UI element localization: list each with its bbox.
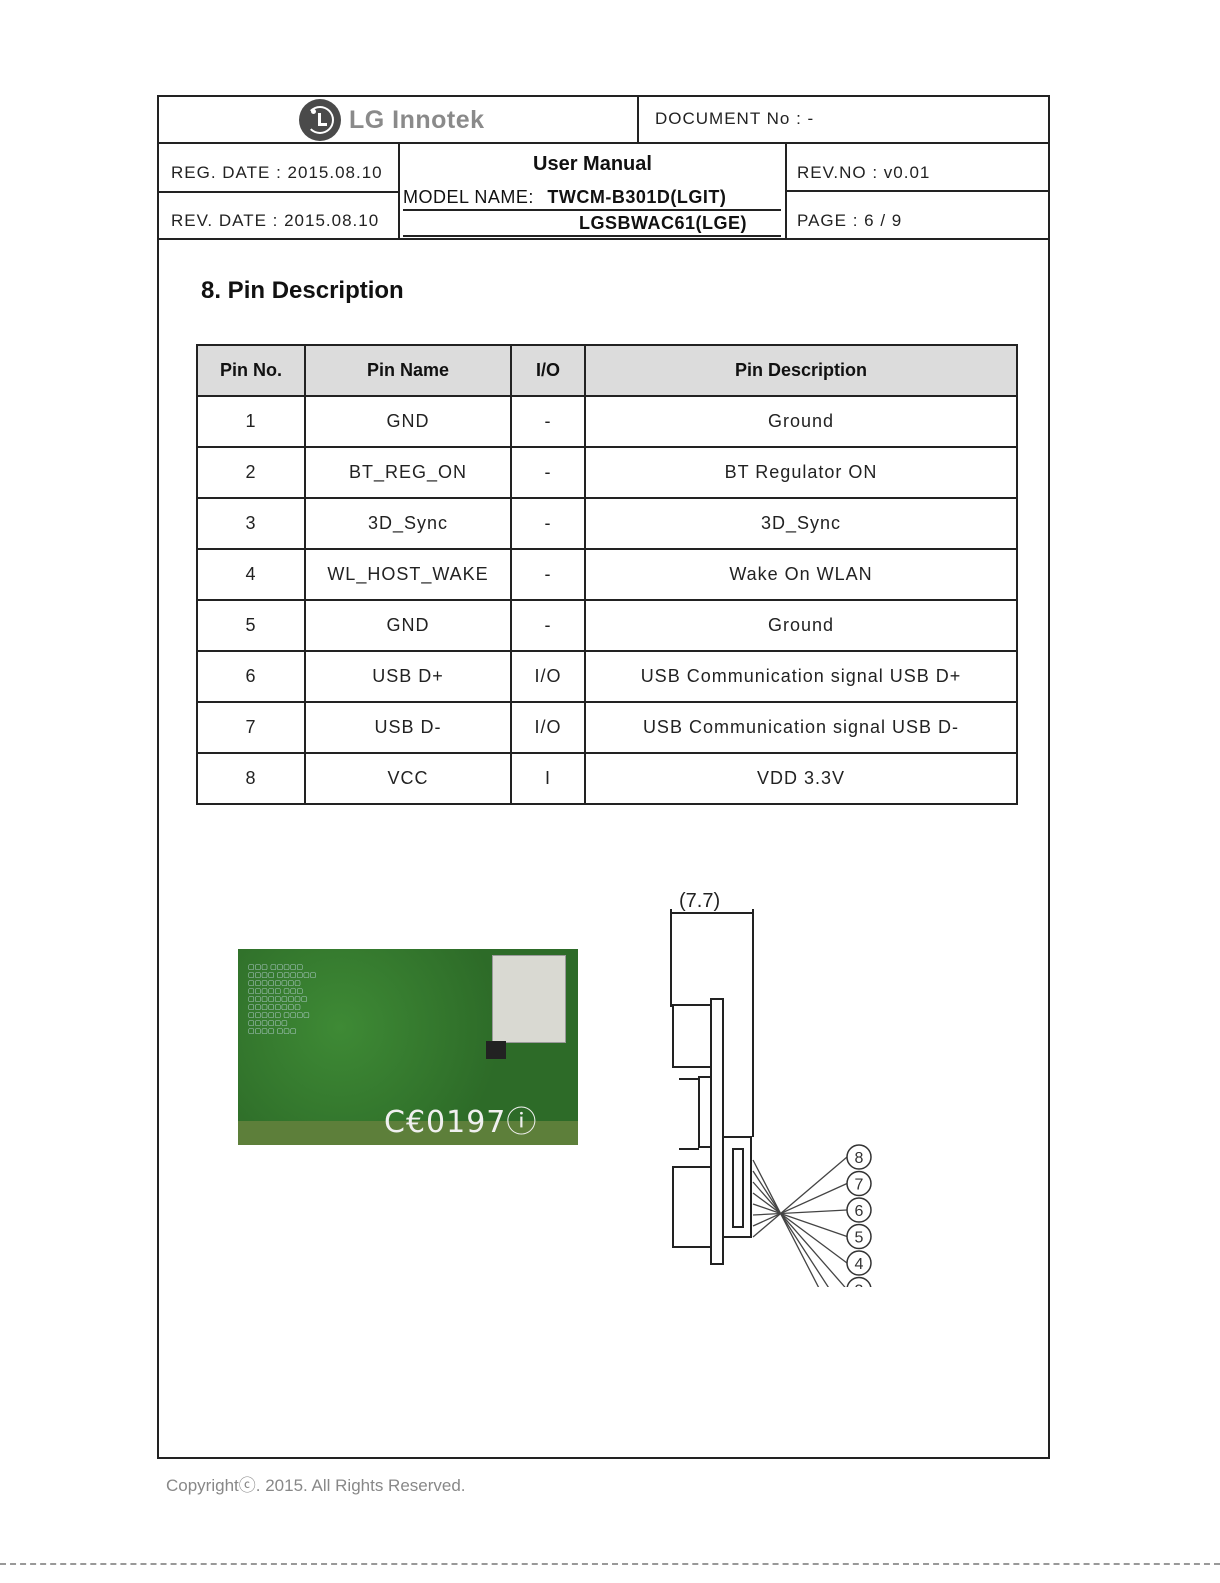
model-name-secondary: LGSBWAC61(LGE) xyxy=(579,213,748,233)
connector-side-view-diagram: (7.7) 87654321 xyxy=(670,890,872,1288)
table-cell: 3D_Sync xyxy=(584,497,1018,550)
revision-number: REV.NO : v0.01 xyxy=(797,163,931,182)
document-number: DOCUMENT No : - xyxy=(655,109,815,128)
table-cell: USB D+ xyxy=(304,650,512,703)
table-cell: 5 xyxy=(196,599,306,652)
pin-leader-line xyxy=(752,1181,846,1287)
pin-number-circle xyxy=(846,1223,872,1250)
table-cell: - xyxy=(510,548,586,601)
page-frame: LG Innotek DOCUMENT No : - REG. DATE : 2… xyxy=(157,95,1050,1459)
table-cell: 2 xyxy=(196,446,306,499)
table-cell: USB Communication signal USB D- xyxy=(584,701,1018,754)
pin-number-circle xyxy=(846,1276,872,1287)
document-title: User Manual xyxy=(533,153,652,175)
rev-date: REV. DATE : 2015.08.10 xyxy=(171,211,380,230)
pin-leader-line xyxy=(752,1209,848,1216)
table-header-row: Pin No. Pin Name I/O Pin Description xyxy=(196,344,1018,397)
table-cell: VCC xyxy=(304,752,512,805)
table-cell: BT Regulator ON xyxy=(584,446,1018,499)
table-cell: 7 xyxy=(196,701,306,754)
table-cell: I/O xyxy=(510,701,586,754)
table-cell: VDD 3.3V xyxy=(584,752,1018,805)
page-bottom-rule xyxy=(0,1563,1220,1565)
table-cell: USB D- xyxy=(304,701,512,754)
pin-number-circle xyxy=(846,1197,872,1223)
pin-leader-line xyxy=(752,1159,820,1287)
model-label: MODEL NAME: xyxy=(403,187,534,207)
model-name-primary: TWCM-B301D(LGIT) xyxy=(547,187,727,207)
table-cell: BT_REG_ON xyxy=(304,446,512,499)
table-cell: - xyxy=(510,395,586,448)
table-cell: 3 xyxy=(196,497,306,550)
logo-text: LG Innotek xyxy=(349,105,485,134)
page-number: PAGE : 6 / 9 xyxy=(797,211,903,230)
table-cell: 1 xyxy=(196,395,306,448)
table-cell: - xyxy=(510,446,586,499)
pin-number-label: 5 xyxy=(855,1230,864,1247)
pcb-printed-text: ▢▢▢ ▢▢▢▢▢▢▢▢▢ ▢▢▢▢▢▢▢▢▢▢▢▢▢▢▢▢▢▢▢ ▢▢▢▢▢▢… xyxy=(248,963,317,1035)
table-cell: GND xyxy=(304,395,512,448)
pin-number-label: 8 xyxy=(855,1150,864,1167)
reg-date: REG. DATE : 2015.08.10 xyxy=(171,163,383,182)
pin-number-circle xyxy=(846,1144,872,1170)
model-name-line-2: LGSBWAC61(LGE) xyxy=(579,213,747,234)
pin-number-label: 6 xyxy=(855,1203,864,1220)
company-logo: LG Innotek xyxy=(299,99,485,141)
table-cell: I xyxy=(510,752,586,805)
pin-number-circle xyxy=(846,1170,872,1197)
chip-icon xyxy=(486,1041,506,1059)
pin-leader-line xyxy=(752,1182,848,1227)
lg-logo-icon xyxy=(299,99,341,141)
column-header: Pin Description xyxy=(584,344,1018,397)
table-cell: 8 xyxy=(196,752,306,805)
table-cell: Wake On WLAN xyxy=(584,548,1018,601)
copyright-notice: Copyrightⓒ. 2015. All Rights Reserved. xyxy=(166,1476,466,1495)
pin-number-label: 7 xyxy=(855,1177,864,1194)
module-photo: ▢▢▢ ▢▢▢▢▢▢▢▢▢ ▢▢▢▢▢▢▢▢▢▢▢▢▢▢▢▢▢▢▢ ▢▢▢▢▢▢… xyxy=(238,949,578,1145)
table-cell: Ground xyxy=(584,599,1018,652)
ce-mark: C€0197ⓘ xyxy=(384,1105,538,1140)
dimension-label: (7.7) xyxy=(679,890,720,912)
table-cell: 3D_Sync xyxy=(304,497,512,550)
table-cell: - xyxy=(510,599,586,652)
table-cell: 6 xyxy=(196,650,306,703)
table-cell: WL_HOST_WAKE xyxy=(304,548,512,601)
pin-leader-line xyxy=(752,1203,848,1238)
table-cell: USB Communication signal USB D+ xyxy=(584,650,1018,703)
table-cell: - xyxy=(510,497,586,550)
table-cell: 4 xyxy=(196,548,306,601)
column-header: I/O xyxy=(510,344,586,397)
connector-icon xyxy=(492,955,566,1043)
model-name-line-1: MODEL NAME: TWCM-B301D(LGIT) xyxy=(403,187,726,208)
pin-number-label: 3 xyxy=(855,1283,864,1288)
pin-number-circle xyxy=(846,1250,872,1276)
pin-leader-line xyxy=(752,1170,829,1287)
table-cell: GND xyxy=(304,599,512,652)
table-cell: I/O xyxy=(510,650,586,703)
column-header: Pin Name xyxy=(304,344,512,397)
pin-leader-line xyxy=(752,1156,848,1238)
table-cell: Ground xyxy=(584,395,1018,448)
column-header: Pin No. xyxy=(196,344,306,397)
section-title: 8. Pin Description xyxy=(201,277,404,304)
pin-number-label: 4 xyxy=(855,1256,864,1273)
pin-leader-line xyxy=(752,1192,848,1264)
